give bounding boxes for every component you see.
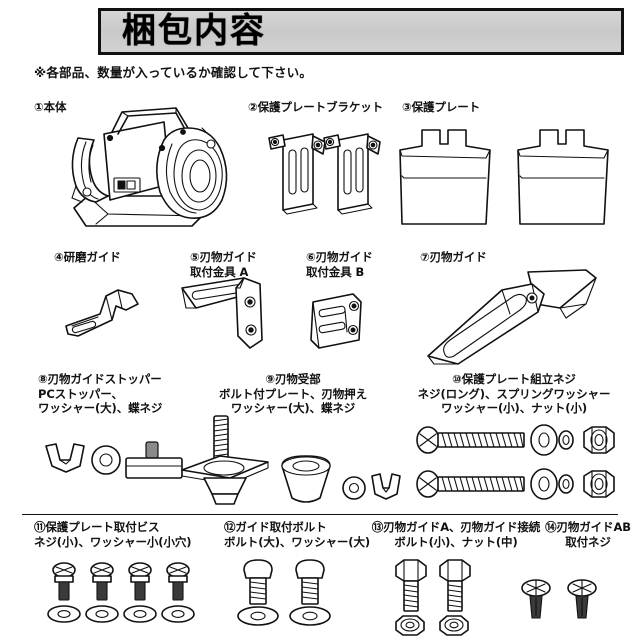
check-note: ※各部品、数量が入っているか確認して下さい。 (34, 65, 313, 80)
item-12-illustration (236, 558, 346, 634)
item-12-label: ⑫ガイド取付ボルト ボルト(大)、ワッシャー(大) (224, 520, 371, 549)
item-9-illustration (176, 414, 401, 510)
item-1-label: ①本体 (34, 100, 67, 114)
item-3-illustration (398, 120, 630, 230)
item-9-label: ⑨刃物受部 ボルト付プレート、刃物押え ワッシャー(大)、蝶ネジ (219, 372, 367, 415)
section-banner (98, 8, 624, 55)
item-13-label: ⑬刃物ガイドA、刃物ガイド接続 ボルト(小)、ナット(中) (371, 520, 541, 549)
item-7-illustration (410, 268, 610, 368)
item-11-label: ⑪保護プレート取付ビス ネジ(小)、ワッシャー小(小穴) (34, 520, 192, 549)
item-11-illustration (47, 560, 210, 632)
item-4-label: ④研磨ガイド (54, 250, 121, 264)
item-1-illustration (52, 104, 242, 234)
item-5-label: ⑤刃物ガイド 取付金具 A (190, 250, 257, 279)
item-3-label: ③保護プレート (402, 100, 481, 114)
item-4-illustration (60, 280, 150, 350)
item-2-illustration (265, 128, 385, 228)
item-13-illustration (390, 556, 500, 636)
item-8-illustration (42, 440, 212, 502)
item-14-illustration (518, 578, 618, 630)
item-7-label: ⑦刃物ガイド (420, 250, 487, 264)
page-title: 梱包内容 (122, 11, 266, 51)
item-14-label: ⑭刃物ガイドAB 取付ネジ (545, 520, 631, 549)
item-6-label: ⑥刃物ガイド 取付金具 B (306, 250, 373, 279)
item-5-illustration (178, 277, 278, 362)
item-2-label: ②保護プレートブラケット (248, 100, 384, 114)
row-divider (22, 514, 618, 515)
item-10-label: ⑩保護プレート組立ネジ ネジ(ロング)、スプリングワッシャー ワッシャー(小)、… (417, 372, 611, 415)
item-8-label: ⑧刃物ガイドストッパー PCストッパー、 ワッシャー(大)、蝶ネジ (38, 372, 163, 415)
item-6-illustration (305, 292, 375, 354)
item-10-illustration (416, 424, 630, 508)
